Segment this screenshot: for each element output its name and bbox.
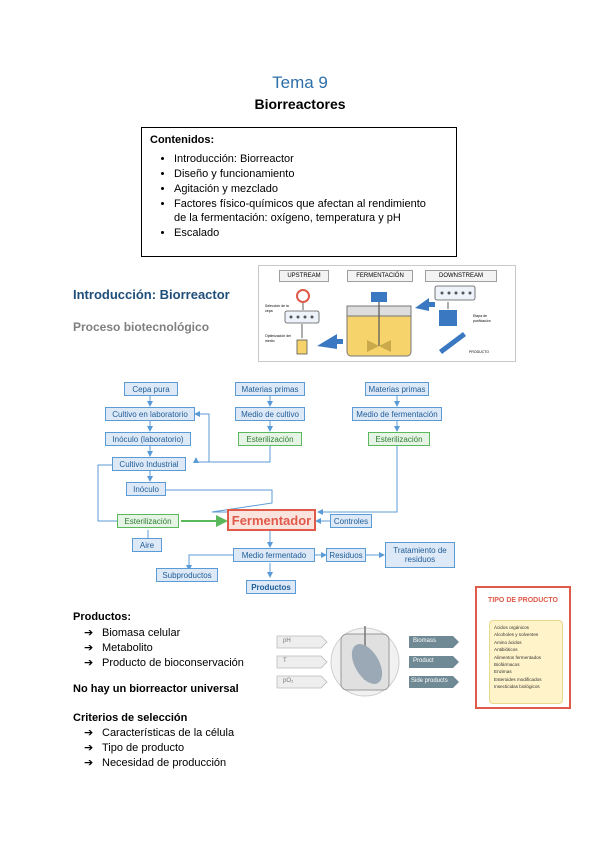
flow-productos: Productos (246, 580, 296, 594)
reactor-illustration (276, 626, 459, 697)
input-t: T (283, 658, 287, 664)
list-item: Escalado (174, 226, 448, 240)
contents-box: Contenidos: Introducción: Biorreactor Di… (141, 127, 457, 257)
tipo-producto-title: TIPO DE PRODUCTO (488, 597, 558, 604)
tipo-producto-box: TIPO DE PRODUCTO Ácidos orgánicos Alcoho… (475, 586, 571, 709)
topic-number: Tema 9 (272, 73, 328, 92)
output-biomass: Biomass (413, 638, 437, 644)
flow-medio-fermentacion: Medio de fermentación (352, 407, 442, 421)
list-item: Biofármacos (494, 662, 520, 668)
list-item: ➔Características de la célula (84, 727, 235, 739)
flow-controles: Controles (330, 514, 372, 528)
flow-esterilizacion-3: Esterilización (117, 514, 179, 528)
stage-upstream: UPSTREAM (279, 270, 329, 282)
list-item: ➔Biomasa celular (84, 627, 181, 639)
list-item: Ácidos orgánicos (494, 625, 529, 630)
flow-subproductos: Subproductos (156, 568, 218, 582)
arrow-icon: ➔ (84, 642, 94, 654)
list-item: ➔Metabolito (84, 642, 153, 654)
label-optimizacion: Optimización del medio (265, 334, 291, 343)
flow-materias-primas-1: Materias primas (235, 382, 305, 396)
bioprocess-figure: UPSTREAM FERMENTACIÓN DOWNSTREAM Selecci… (258, 265, 516, 362)
flow-residuos: Residuos (326, 548, 366, 562)
list-item: Enzimas (494, 669, 512, 675)
page-title: Biorreactores (254, 96, 346, 112)
list-item: Antibióticos (494, 647, 518, 653)
flow-esterilizacion-1: Esterilización (238, 432, 302, 446)
flow-tratamiento-residuos: Tratamiento de residuos (385, 542, 455, 568)
flow-cultivo-laboratorio: Cultivo en laboratorio (105, 407, 195, 421)
label-seleccion: Selección de la cepa (265, 304, 289, 313)
list-item: Diseño y funcionamiento (174, 167, 448, 181)
contents-list: Introducción: Biorreactor Diseño y funci… (150, 152, 448, 240)
list-item: Amino ácidos (494, 639, 522, 645)
productos-list: ➔Biomasa celular ➔Metabolito ➔Producto d… (84, 626, 244, 671)
input-po2: pO₂ (283, 678, 294, 684)
criterios-heading: Criterios de selección (73, 712, 188, 724)
stage-fermentacion: FERMENTACIÓN (347, 270, 413, 282)
flow-inoculo: Inóculo (126, 482, 166, 496)
contents-title: Contenidos: (150, 134, 215, 146)
list-item: Insecticidas biológicos (494, 684, 540, 690)
flow-esterilizacion-2: Esterilización (368, 432, 430, 446)
flow-inoculo-laboratorio: Inóculo (laboratorio) (105, 432, 191, 446)
arrow-icon: ➔ (84, 742, 94, 754)
list-item: Esteroides modificados (494, 676, 542, 682)
flow-medio-fermentado: Medio fermentado (233, 548, 315, 562)
flow-cepa-pura: Cepa pura (124, 382, 178, 396)
section-heading-proceso: Proceso biotecnológico (73, 320, 210, 334)
productos-heading: Productos: (73, 611, 132, 623)
list-item: ➔Tipo de producto (84, 742, 185, 754)
list-item: Alimentos fermentados (494, 654, 541, 660)
flow-aire: Aire (132, 538, 162, 552)
flow-medio-cultivo: Medio de cultivo (235, 407, 305, 421)
reactor-figure: pH T pO₂ Biomass Product Side products (275, 620, 465, 700)
list-item: Introducción: Biorreactor (174, 152, 448, 166)
section-heading-intro: Introducción: Biorreactor (73, 287, 230, 302)
flow-materias-primas-2: Materias primas (365, 382, 429, 396)
label-producto: PRODUCTO (469, 350, 489, 354)
flow-fermentador: Fermentador (227, 509, 316, 531)
arrow-icon: ➔ (84, 757, 94, 769)
stage-downstream: DOWNSTREAM (425, 270, 497, 282)
input-ph: pH (283, 638, 291, 644)
label-etapa-purificacion: Etapa de purificación (473, 314, 491, 323)
tipo-producto-list: Ácidos orgánicos Alcoholes y solventes A… (489, 620, 563, 704)
criterios-list: ➔Características de la célula ➔Tipo de p… (84, 726, 234, 771)
arrow-icon: ➔ (84, 657, 94, 669)
list-item: Alcoholes y solventes (494, 632, 539, 638)
flow-cultivo-industrial: Cultivo Industrial (112, 457, 186, 471)
list-item: Agitación y mezclado (174, 182, 448, 196)
list-item: ➔Necesidad de producción (84, 757, 227, 769)
list-item: Factores físico-químicos que afectan al … (174, 197, 448, 225)
no-hay-biorreactor-universal: No hay un biorreactor universal (73, 683, 239, 695)
arrow-icon: ➔ (84, 627, 94, 639)
arrow-icon: ➔ (84, 727, 94, 739)
bioprocess-illustration (284, 285, 476, 357)
output-side-products: Side products (411, 678, 448, 684)
list-item: ➔Producto de bioconservación (84, 657, 244, 669)
output-product: Product (413, 658, 434, 664)
